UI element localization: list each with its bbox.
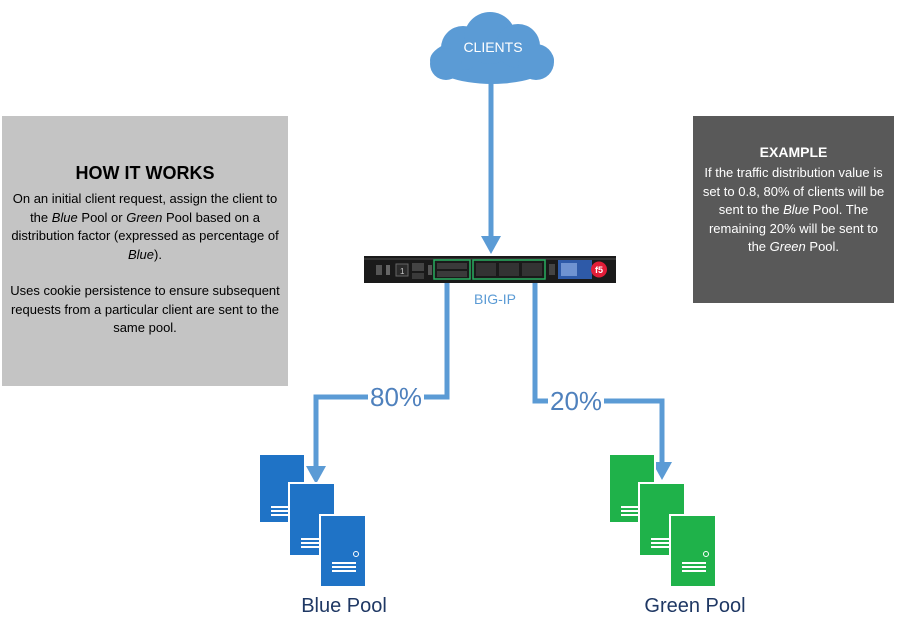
example-text-c: Pool.: [805, 239, 840, 254]
example-body: If the traffic distribution value is set…: [700, 164, 887, 257]
green-pool-label: Green Pool: [644, 595, 746, 617]
example-title: EXAMPLE: [759, 144, 828, 160]
blue-pool-label: Blue Pool: [301, 595, 387, 617]
how-text-1a: On an initial client request, assign the…: [12, 191, 278, 225]
big-ip-device-icon: 1 f5: [364, 256, 616, 283]
example-text-green: Green: [769, 239, 806, 254]
blue-percent-label: 80%: [368, 382, 425, 413]
example-panel: [693, 116, 894, 303]
blue-pool-servers: [258, 453, 367, 588]
how-it-works-paragraph-1: On an initial client request, assign the…: [10, 190, 280, 264]
how-it-works-paragraph-2: Uses cookie persistence to ensure subseq…: [10, 283, 280, 335]
how-text-1c: Pool based on a distribution factor (exp…: [11, 209, 279, 244]
how-text-blue: Blue: [51, 209, 78, 225]
blue-route-line: [313, 278, 450, 470]
clients-cloud-icon: [430, 12, 554, 84]
svg-text:1: 1: [400, 267, 405, 276]
example-text-b: Pool. The remaining 20% will be sent to …: [708, 202, 879, 254]
svg-text:f5: f5: [595, 265, 603, 275]
how-text-green: Green: [126, 209, 163, 225]
green-percent-label: 20%: [548, 386, 605, 417]
how-it-works-body: On an initial client request, assign the…: [10, 190, 280, 356]
clients-arrowhead: [481, 236, 501, 254]
clients-label: CLIENTS: [463, 39, 523, 55]
big-ip-label: BIG-IP: [473, 291, 516, 307]
how-it-works-title: HOW IT WORKS: [75, 163, 215, 183]
how-text-1b: Pool or: [77, 209, 127, 225]
green-route-arrowhead: [652, 462, 672, 480]
how-it-works-panel: [2, 116, 288, 386]
example-text-a: If the traffic distribution value is set…: [702, 165, 885, 217]
green-pool-servers: [608, 453, 717, 588]
how-text-blue-2: Blue: [128, 246, 155, 262]
green-route-line: [532, 278, 665, 466]
green-server-icon-3: [669, 514, 717, 588]
blue-route-arrowhead: [306, 466, 326, 484]
blue-server-icon-3: [319, 514, 367, 588]
how-text-1d: ).: [154, 246, 162, 262]
example-text-blue: Blue: [783, 202, 810, 217]
